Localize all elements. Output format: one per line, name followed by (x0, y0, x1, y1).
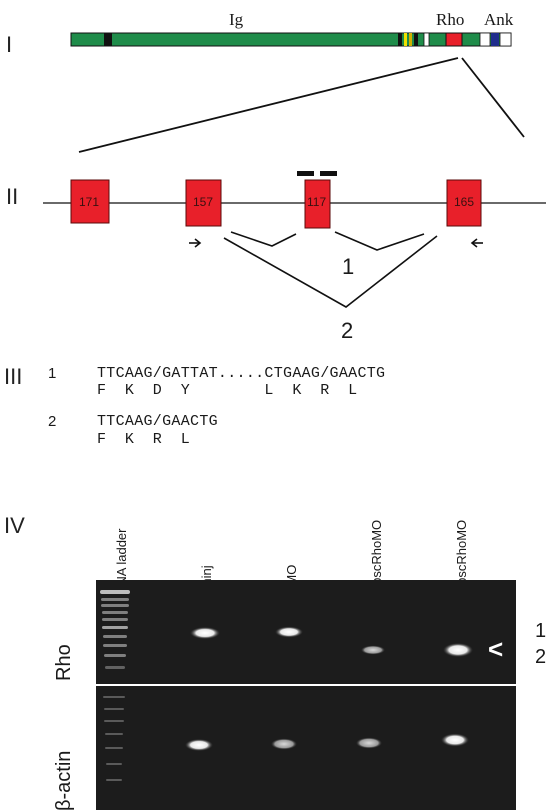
forward-primer-arrow (189, 238, 202, 248)
ig-domain-label: Ig (229, 10, 244, 29)
exon-box (185, 179, 222, 227)
probe-bar-left (297, 171, 314, 176)
band-label-2: 2 (535, 646, 547, 668)
rho-gel (96, 580, 516, 684)
nucleotide-sequence: TTCAAG/GATTAT.....CTGAAG/GAACTG (97, 365, 386, 382)
seq-isoform-number: 1 (48, 365, 57, 382)
protein-domain-bar (70, 32, 512, 47)
beta-actin-gel (96, 686, 516, 810)
exon-box (446, 179, 482, 227)
panel-label-iii: III (4, 364, 23, 389)
gel-band (185, 739, 213, 751)
reverse-primer-arrow (470, 238, 483, 248)
gel-band (443, 643, 473, 657)
probe-bar-right (320, 171, 337, 176)
gel-band (190, 627, 220, 639)
gel-band (356, 737, 382, 749)
nucleotide-sequence: TTCAAG/GAACTG (97, 413, 218, 430)
amino-acid-sequence: F K R L (97, 431, 191, 448)
exon-label: 117 (307, 195, 327, 209)
gel-band (361, 645, 385, 655)
isoform-label-1: 1 (342, 254, 355, 279)
ank-domain-label: Ank (484, 10, 514, 29)
exon-label: 157 (193, 195, 214, 209)
band-label-1: 1 (535, 620, 547, 642)
dna-ladder-actin (103, 696, 125, 781)
exon-label: 165 (454, 195, 475, 209)
panel-label-iv: IV (4, 513, 25, 538)
gel-band (271, 738, 297, 750)
exon-box (304, 179, 331, 229)
dna-ladder (100, 590, 130, 669)
gel-band (441, 733, 469, 747)
gel-band (275, 626, 303, 638)
seq-isoform-number: 2 (48, 413, 57, 430)
panel-label-ii: II (6, 184, 19, 209)
exon-box (70, 179, 110, 224)
exon-label: 171 (79, 195, 100, 209)
splice-line-1b (334, 231, 425, 251)
splice-line-2 (223, 235, 438, 308)
gene-schematic (43, 32, 546, 308)
rho-domain-label: Rho (436, 10, 465, 29)
panel-label-i: I (6, 32, 13, 57)
isoform-label-2: 2 (341, 318, 354, 343)
amino-acid-sequence: F K D Y L K R L (97, 382, 358, 399)
band-arrow: < (488, 634, 504, 664)
gel-images (96, 580, 516, 810)
splice-line-1a (230, 231, 297, 247)
